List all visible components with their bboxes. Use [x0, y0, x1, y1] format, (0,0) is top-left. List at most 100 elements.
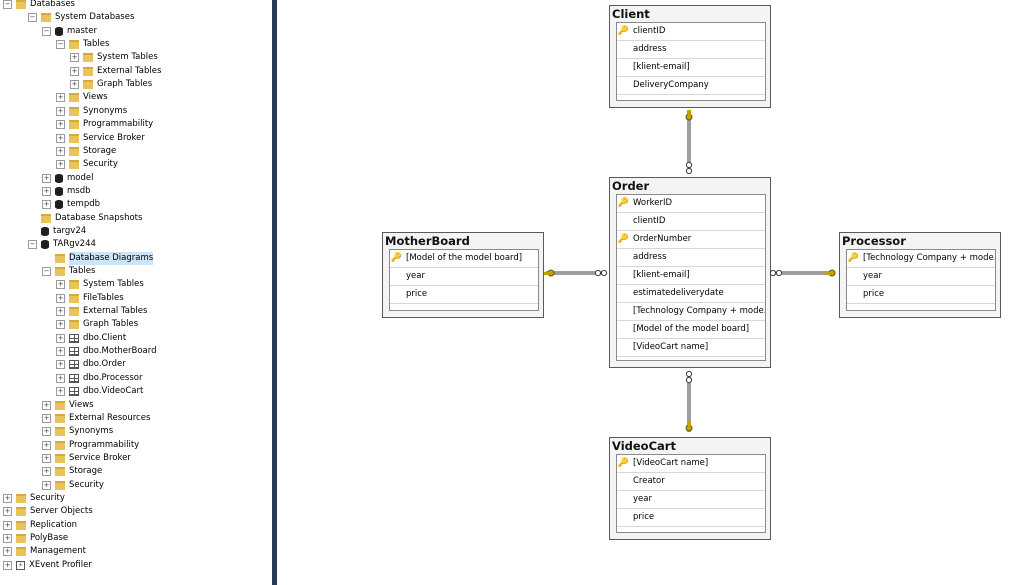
column-row[interactable]: 🔑clientID	[617, 23, 765, 41]
tree-node[interactable]: +Storage	[42, 465, 102, 478]
column-row[interactable]: Creator	[617, 473, 765, 491]
collapse-toggle-icon[interactable]: −	[42, 267, 51, 276]
tree-node[interactable]: +Security	[3, 492, 65, 505]
expand-toggle-icon[interactable]: +	[42, 453, 51, 463]
column-row[interactable]: 🔑[Model of the model board]	[390, 250, 538, 268]
collapse-toggle-icon[interactable]: −	[3, 0, 12, 9]
tree-node[interactable]: +Server Objects	[3, 505, 93, 518]
expand-toggle-icon[interactable]: +	[70, 80, 79, 90]
tree-node[interactable]: +Programmability	[42, 439, 139, 452]
tree-node[interactable]: +⚡XEvent Profiler	[3, 559, 92, 572]
tree-node[interactable]: +System Tables	[56, 278, 144, 291]
expand-toggle-icon[interactable]: +	[70, 53, 79, 63]
collapse-toggle-icon[interactable]: −	[28, 13, 37, 23]
column-row[interactable]: clientID	[617, 213, 765, 231]
expand-toggle-icon[interactable]: +	[42, 440, 51, 450]
column-row[interactable]: 🔑[VideoCart name]	[617, 455, 765, 473]
tree-node[interactable]: −TARgv244	[28, 238, 96, 251]
expand-toggle-icon[interactable]: +	[56, 160, 65, 170]
expand-toggle-icon[interactable]: +	[56, 106, 65, 116]
tree-node[interactable]: +Security	[56, 158, 118, 171]
tree-node[interactable]: +External Tables	[56, 305, 147, 318]
tree-node[interactable]: +Programmability	[56, 118, 153, 131]
expand-toggle-icon[interactable]: +	[42, 173, 51, 183]
collapse-toggle-icon[interactable]: −	[42, 26, 51, 36]
column-row[interactable]: 🔑WorkerID	[617, 195, 765, 213]
expand-toggle-icon[interactable]: +	[56, 373, 65, 383]
tree-node[interactable]: −Databases	[3, 0, 75, 11]
expand-toggle-icon[interactable]: +	[42, 200, 51, 210]
collapse-toggle-icon[interactable]: −	[28, 240, 37, 250]
tree-node[interactable]: +model	[42, 172, 93, 185]
column-row[interactable]: address	[617, 41, 765, 59]
tree-node[interactable]: +dbo.MotherBoard	[56, 345, 157, 358]
expand-toggle-icon[interactable]: +	[56, 146, 65, 156]
expand-toggle-icon[interactable]: +	[3, 507, 12, 517]
expand-toggle-icon[interactable]: +	[56, 280, 65, 290]
column-row[interactable]: year	[390, 268, 538, 286]
table-title[interactable]: Order	[612, 179, 650, 193]
tree-node[interactable]: Database Snapshots	[28, 212, 142, 225]
expand-toggle-icon[interactable]: +	[56, 360, 65, 370]
column-row[interactable]: year	[847, 268, 995, 286]
expand-toggle-icon[interactable]: +	[42, 467, 51, 477]
tree-node[interactable]: +dbo.VideoCart	[56, 385, 143, 398]
collapse-toggle-icon[interactable]: −	[56, 40, 65, 50]
expand-toggle-icon[interactable]: +	[56, 347, 65, 357]
table-title[interactable]: MotherBoard	[385, 234, 470, 248]
expand-toggle-icon[interactable]: +	[42, 480, 51, 490]
tree-node[interactable]: +tempdb	[42, 198, 100, 211]
tree-node[interactable]: targv24	[28, 225, 86, 238]
table-title[interactable]: Processor	[842, 234, 906, 248]
expand-toggle-icon[interactable]: +	[42, 413, 51, 423]
expand-toggle-icon[interactable]: +	[3, 534, 12, 543]
table-processor[interactable]: Processor 🔑[Technology Company + mode...y…	[839, 232, 1001, 318]
tree-node[interactable]: +Views	[56, 91, 108, 104]
expand-toggle-icon[interactable]: +	[56, 293, 65, 303]
table-title[interactable]: Client	[612, 7, 650, 21]
column-row[interactable]: price	[847, 286, 995, 304]
tree-node[interactable]: +PolyBase	[3, 532, 68, 545]
expand-toggle-icon[interactable]: +	[42, 427, 51, 437]
expand-toggle-icon[interactable]: +	[42, 186, 51, 196]
column-row[interactable]: [Technology Company + mode...	[617, 303, 765, 321]
expand-toggle-icon[interactable]: +	[3, 493, 12, 503]
column-row[interactable]: 🔑[Technology Company + mode...	[847, 250, 995, 268]
tree-node[interactable]: +Storage	[56, 145, 116, 158]
tree-node[interactable]: +Graph Tables	[56, 318, 138, 331]
expand-toggle-icon[interactable]: +	[3, 547, 12, 557]
tree-node[interactable]: +Graph Tables	[70, 78, 152, 91]
column-row[interactable]: year	[617, 491, 765, 509]
relationship-motherboard-order[interactable]	[546, 271, 604, 275]
column-row[interactable]: estimatedeliverydate	[617, 285, 765, 303]
column-row[interactable]: [klient-email]	[617, 59, 765, 77]
expand-toggle-icon[interactable]: +	[56, 307, 65, 317]
column-row[interactable]: price	[390, 286, 538, 304]
tree-node[interactable]: +Security	[42, 479, 104, 492]
tree-node[interactable]: +Management	[3, 545, 86, 558]
column-row[interactable]: [VideoCart name]	[617, 339, 765, 357]
expand-toggle-icon[interactable]: +	[56, 387, 65, 397]
tree-node[interactable]: +External Tables	[70, 65, 161, 78]
relationship-order-processor[interactable]	[773, 271, 835, 275]
tree-node[interactable]: +Views	[42, 399, 94, 412]
expand-toggle-icon[interactable]: +	[56, 93, 65, 103]
column-row[interactable]: [Model of the model board]	[617, 321, 765, 339]
column-row[interactable]: price	[617, 509, 765, 527]
pane-splitter[interactable]	[272, 0, 277, 585]
tree-node[interactable]: −System Databases	[28, 11, 134, 24]
tree-node[interactable]: +System Tables	[70, 51, 158, 64]
tree-node[interactable]: +dbo.Order	[56, 358, 126, 371]
tree-node[interactable]: +External Resources	[42, 412, 150, 425]
column-row[interactable]: 🔑OrderNumber	[617, 231, 765, 249]
tree-node[interactable]: Database Diagrams	[42, 251, 154, 265]
expand-toggle-icon[interactable]: +	[3, 560, 12, 570]
column-row[interactable]: [klient-email]	[617, 267, 765, 285]
tree-node[interactable]: −master	[42, 25, 97, 38]
expand-toggle-icon[interactable]: +	[56, 333, 65, 343]
tree-node[interactable]: +Replication	[3, 519, 77, 532]
expand-toggle-icon[interactable]: +	[56, 320, 65, 330]
